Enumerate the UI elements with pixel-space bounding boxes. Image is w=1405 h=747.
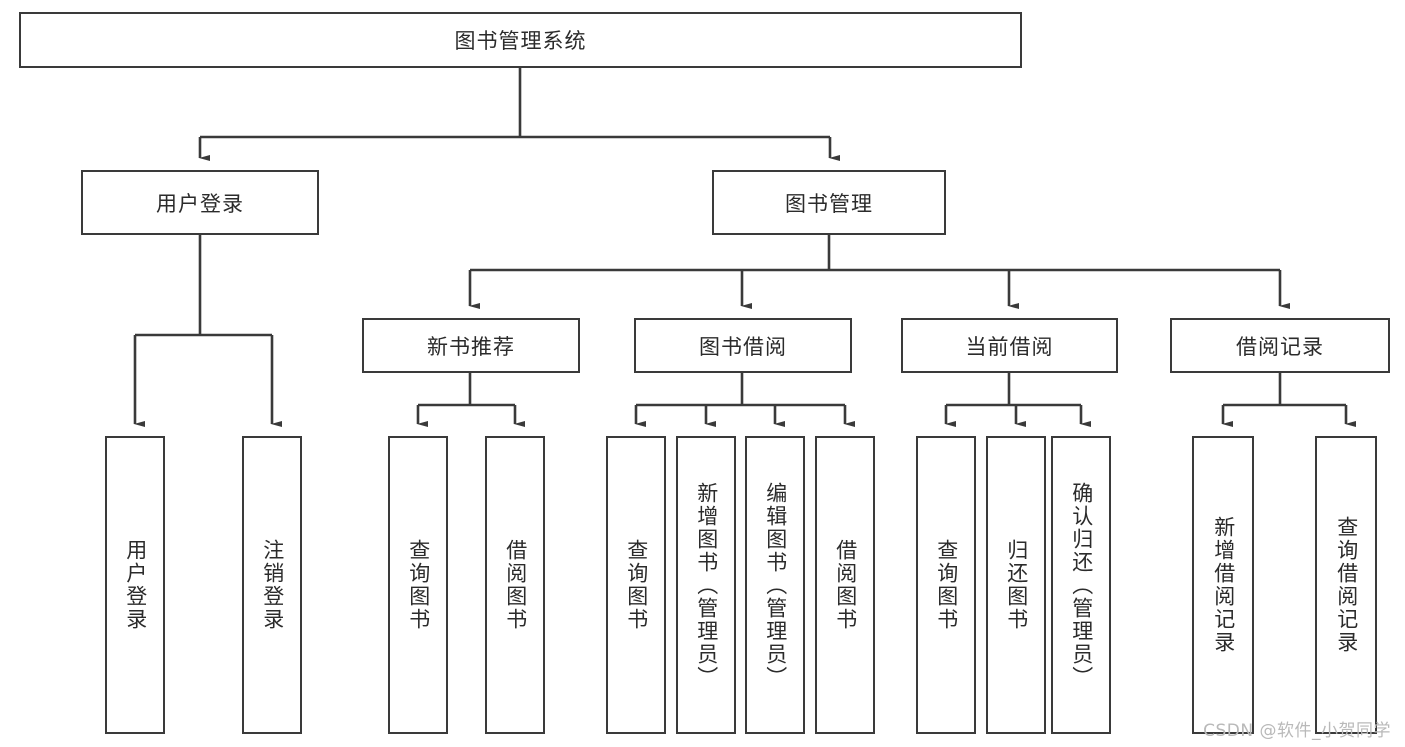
- leaf-user-login[interactable]: 用户登录: [105, 436, 165, 734]
- leaf-current-confirm-return-label: 确认归还（管理员）: [1069, 481, 1094, 689]
- node-current-borrow-label: 当前借阅: [965, 334, 1054, 359]
- leaf-borrow-add-book[interactable]: 新增图书（管理员）: [676, 436, 736, 734]
- node-root-label: 图书管理系统: [454, 29, 587, 53]
- node-borrow-record-label: 借阅记录: [1236, 334, 1324, 359]
- leaf-current-query-book-label: 查询图书: [934, 539, 959, 631]
- leaf-newbook-query-book[interactable]: 查询图书: [388, 436, 448, 734]
- node-user-login-module[interactable]: 用户登录: [81, 170, 319, 235]
- node-root[interactable]: 图书管理系统: [19, 12, 1022, 68]
- csdn-watermark: CSDN @软件_小贺同学: [1203, 721, 1391, 741]
- node-borrow-record[interactable]: 借阅记录: [1170, 318, 1390, 373]
- node-book-borrow[interactable]: 图书借阅: [634, 318, 852, 373]
- leaf-user-login-label: 用户登录: [123, 539, 148, 631]
- node-current-borrow[interactable]: 当前借阅: [901, 318, 1118, 373]
- leaf-current-confirm-return[interactable]: 确认归还（管理员）: [1051, 436, 1111, 734]
- node-new-book-recommend-label: 新书推荐: [427, 334, 515, 359]
- node-book-management-module[interactable]: 图书管理: [712, 170, 946, 235]
- leaf-record-add[interactable]: 新增借阅记录: [1192, 436, 1254, 734]
- node-book-borrow-label: 图书借阅: [699, 334, 787, 359]
- leaf-user-logout[interactable]: 注销登录: [242, 436, 302, 734]
- leaf-user-logout-label: 注销登录: [260, 539, 285, 631]
- leaf-record-query[interactable]: 查询借阅记录: [1315, 436, 1377, 734]
- node-new-book-recommend[interactable]: 新书推荐: [362, 318, 580, 373]
- leaf-record-add-label: 新增借阅记录: [1211, 516, 1236, 654]
- node-user-login-module-label: 用户登录: [156, 191, 244, 216]
- leaf-borrow-add-book-label: 新增图书（管理员）: [694, 481, 719, 689]
- leaf-current-return-book-label: 归还图书: [1004, 539, 1029, 631]
- leaf-borrow-query-book[interactable]: 查询图书: [606, 436, 666, 734]
- leaf-borrow-edit-book[interactable]: 编辑图书（管理员）: [745, 436, 805, 734]
- leaf-current-query-book[interactable]: 查询图书: [916, 436, 976, 734]
- leaf-newbook-query-book-label: 查询图书: [406, 539, 431, 631]
- leaf-newbook-borrow-book-label: 借阅图书: [503, 539, 528, 631]
- leaf-borrow-borrow-book-label: 借阅图书: [833, 539, 858, 631]
- leaf-current-return-book[interactable]: 归还图书: [986, 436, 1046, 734]
- leaf-borrow-edit-book-label: 编辑图书（管理员）: [763, 481, 788, 689]
- leaf-borrow-borrow-book[interactable]: 借阅图书: [815, 436, 875, 734]
- leaf-record-query-label: 查询借阅记录: [1334, 516, 1359, 654]
- leaf-borrow-query-book-label: 查询图书: [624, 539, 649, 631]
- node-book-management-module-label: 图书管理: [785, 191, 873, 216]
- leaf-newbook-borrow-book[interactable]: 借阅图书: [485, 436, 545, 734]
